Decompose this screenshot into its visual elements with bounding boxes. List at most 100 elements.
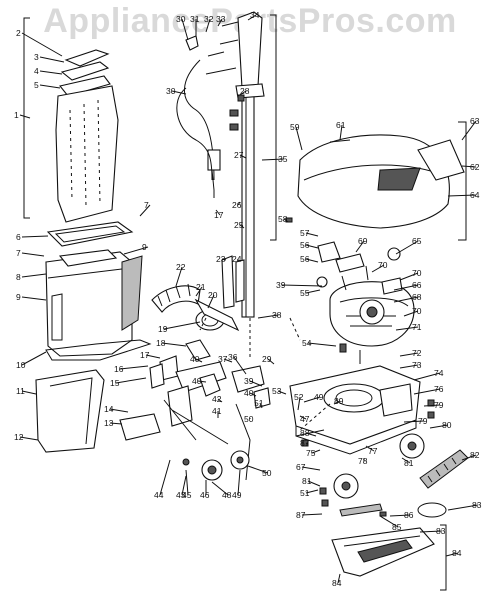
callout-number: 86 xyxy=(404,510,414,520)
callout-number: 23 xyxy=(216,254,226,264)
callout-number: 59 xyxy=(290,122,300,132)
callout-leader xyxy=(21,235,49,238)
callout-number: 46 xyxy=(200,490,210,500)
callout-number: 36 xyxy=(228,352,238,362)
callout-leader xyxy=(395,240,419,255)
bracket-group-1 xyxy=(23,17,30,219)
callout-number: 1 xyxy=(14,110,19,120)
callout-leader xyxy=(355,240,365,253)
callout-leader xyxy=(419,530,443,533)
callout-leader xyxy=(267,358,275,365)
callout-number: 58 xyxy=(278,214,288,224)
callout-leader xyxy=(123,246,149,255)
callout-leader xyxy=(393,284,419,291)
callout-number: 72 xyxy=(412,348,422,358)
callout-number: 22 xyxy=(176,262,186,272)
callout-number: 75 xyxy=(306,448,316,458)
small-fasteners xyxy=(295,429,387,517)
callout-number: 10 xyxy=(16,360,26,370)
callout-leader xyxy=(119,365,149,370)
callout-leader xyxy=(223,358,233,363)
callout-number: 15 xyxy=(110,378,120,388)
callout-number: 89 xyxy=(334,396,344,406)
callout-number: 81 xyxy=(302,476,312,486)
callout-number: 24 xyxy=(232,254,242,264)
callout-leader xyxy=(301,513,323,516)
callout-number: 76 xyxy=(434,384,444,394)
callout-number: 87 xyxy=(300,438,310,448)
callout-number: 35 xyxy=(278,154,288,164)
callout-number: 13 xyxy=(104,418,114,428)
callout-leader xyxy=(109,422,123,425)
callout-number: 9 xyxy=(16,292,21,302)
callout-number: 80 xyxy=(442,420,452,430)
callout-number: 56 xyxy=(300,240,310,250)
callout-number: 19 xyxy=(158,324,168,334)
callout-leader xyxy=(21,252,45,257)
callout-number: 79 xyxy=(434,400,444,410)
hose-assembly xyxy=(151,255,245,332)
callout-leader xyxy=(237,469,241,496)
callout-number: 49 xyxy=(232,490,242,500)
callout-leader xyxy=(181,475,187,496)
power-cord xyxy=(176,87,213,181)
callout-leader xyxy=(281,284,323,287)
callout-number: 73 xyxy=(412,360,422,370)
callout-leader xyxy=(305,432,317,437)
callout-number: 64 xyxy=(470,190,480,200)
callout-leader xyxy=(445,552,459,557)
callout-number: 56 xyxy=(300,254,310,264)
callout-leader xyxy=(283,218,289,223)
callout-number: 83 xyxy=(472,500,482,510)
bracket-group-38 xyxy=(270,14,277,241)
callout-leader xyxy=(307,342,337,347)
callout-number: 3 xyxy=(34,52,39,62)
callout-leader xyxy=(159,459,171,496)
callout-leader xyxy=(21,351,47,366)
callout-number: 65 xyxy=(412,236,422,246)
callout-leader xyxy=(217,398,223,403)
callout-leader xyxy=(205,18,211,33)
callout-number: 7 xyxy=(16,248,21,258)
callout-leader xyxy=(305,244,319,249)
dust-bag xyxy=(55,85,119,223)
pivot-bracket-parts xyxy=(119,339,271,481)
callout-number: 74 xyxy=(434,368,444,378)
callout-leader xyxy=(413,372,441,381)
bracket-group-68 xyxy=(458,121,467,241)
callout-leader xyxy=(257,314,279,319)
bag-ring xyxy=(46,221,134,247)
callout-leader xyxy=(39,56,65,63)
callout-leader xyxy=(371,264,385,273)
callout-number: 7 xyxy=(144,200,149,210)
callout-leader xyxy=(185,469,189,496)
callout-number: 26 xyxy=(232,200,242,210)
motor-hood xyxy=(285,134,465,229)
callout-number: 40 xyxy=(190,354,200,364)
callout-leader xyxy=(237,201,241,206)
callout-number: 31 xyxy=(190,14,200,24)
callout-leader xyxy=(333,400,341,405)
drive-belt xyxy=(417,502,447,518)
callout-leader xyxy=(211,481,229,496)
callout-leader xyxy=(163,321,201,330)
callout-leader xyxy=(175,266,183,287)
callout-leader xyxy=(21,273,47,278)
callout-number: 69 xyxy=(358,236,368,246)
callout-leader xyxy=(447,504,479,511)
callout-number: 48 xyxy=(222,490,232,500)
callout-number: 40 xyxy=(192,376,202,386)
callout-number: 87 xyxy=(296,510,306,520)
callout-number: 84 xyxy=(332,578,342,588)
callout-leader xyxy=(109,408,129,413)
motor-assembly xyxy=(316,241,415,364)
callout-leader xyxy=(303,396,321,403)
callout-leader xyxy=(181,18,189,41)
callout-leader xyxy=(161,342,187,347)
callout-leader xyxy=(237,90,247,97)
callout-leader xyxy=(461,454,477,461)
callout-number: 77 xyxy=(368,446,378,456)
callout-leader xyxy=(399,364,419,369)
callout-number: 17 xyxy=(214,210,224,220)
callout-number: 39 xyxy=(276,280,286,290)
